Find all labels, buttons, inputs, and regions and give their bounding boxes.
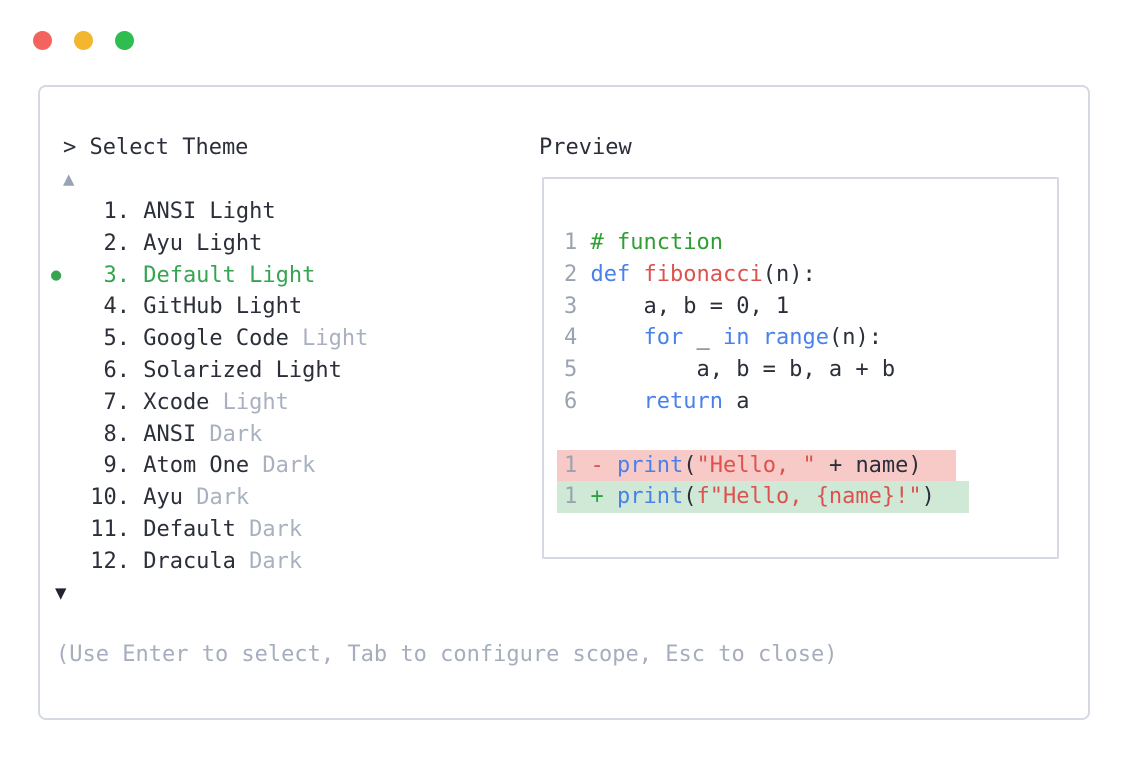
theme-number: 6. bbox=[103, 357, 130, 383]
theme-list-item[interactable]: 12. Dracula Dark bbox=[51, 546, 539, 578]
code-line: 4 for _ in range(n): bbox=[564, 325, 882, 351]
theme-name: ANSI Light bbox=[143, 199, 276, 224]
theme-list-item[interactable]: 8. ANSI Dark bbox=[51, 419, 539, 451]
select-theme-prompt: > Select Theme bbox=[63, 135, 249, 160]
line-number: 1 bbox=[564, 230, 591, 255]
picker-columns: > Select Theme ▲ 1. ANSI Light 2. Ayu Light… bbox=[51, 132, 1062, 610]
scroll-up-icon[interactable]: ▲ bbox=[63, 168, 75, 190]
line-number: 3 bbox=[564, 293, 591, 319]
theme-list-item[interactable]: 10. Ayu Dark bbox=[51, 482, 539, 514]
theme-picker-panel: > Select Theme ▲ 1. ANSI Light 2. Ayu Light… bbox=[38, 85, 1090, 720]
marker-spacer bbox=[51, 323, 77, 355]
theme-list-item[interactable]: 9. Atom One Dark bbox=[51, 450, 539, 482]
diff-added-line: 1 + print(f"Hello, {name}!") bbox=[557, 481, 969, 514]
theme-name: Google Code Light bbox=[143, 326, 369, 352]
theme-list-item[interactable]: ● 3. Default Light bbox=[51, 260, 539, 292]
marker-spacer bbox=[51, 514, 77, 546]
code-line: 1 # function bbox=[564, 230, 723, 255]
minimize-window-icon[interactable] bbox=[74, 31, 93, 50]
code-line: 2 def fibonacci(n): bbox=[564, 261, 816, 287]
marker-spacer bbox=[51, 355, 77, 387]
theme-number: 1. bbox=[103, 199, 130, 224]
theme-list-item[interactable]: 2. Ayu Light bbox=[51, 228, 539, 260]
theme-name: Ayu Dark bbox=[143, 485, 250, 511]
line-number: 2 bbox=[564, 261, 591, 287]
theme-name: Default Dark bbox=[143, 516, 303, 542]
marker-spacer bbox=[51, 387, 77, 419]
theme-number: 10. bbox=[90, 485, 130, 511]
line-number: 5 bbox=[564, 357, 591, 383]
code-block: 1 # function 2 def fibonacci(n): 3 a, b = … bbox=[557, 227, 1043, 514]
theme-number: 8. bbox=[103, 421, 130, 447]
code-line: 6 return a bbox=[564, 388, 750, 414]
maximize-window-icon[interactable] bbox=[115, 31, 134, 50]
code-line bbox=[564, 418, 1043, 450]
theme-name: Solarized Light bbox=[143, 357, 342, 383]
theme-list: 1. ANSI Light 2. Ayu Light ● 3. Default Light 4… bbox=[51, 196, 539, 578]
code-line: 1 - print("Hello, " + name) bbox=[557, 449, 1043, 482]
code-line: 3 a, b = 0, 1 bbox=[564, 293, 790, 319]
marker-spacer bbox=[51, 228, 77, 260]
diff-removed-line: 1 - print("Hello, " + name) bbox=[557, 449, 956, 482]
marker-spacer bbox=[51, 482, 77, 514]
marker-spacer bbox=[51, 291, 77, 323]
line-number: 1 bbox=[564, 484, 591, 510]
code-line: 1 + print(f"Hello, {name}!") bbox=[557, 481, 1043, 514]
hint-text: (Use Enter to select, Tab to configure s… bbox=[56, 642, 838, 667]
theme-list-column: > Select Theme ▲ 1. ANSI Light 2. Ayu Light… bbox=[51, 132, 539, 610]
theme-name: ANSI Dark bbox=[143, 421, 263, 447]
marker-spacer bbox=[51, 546, 77, 578]
theme-name: Xcode Light bbox=[143, 389, 289, 415]
theme-number: 5. bbox=[103, 326, 130, 352]
theme-number: 4. bbox=[103, 294, 130, 320]
code-line: 5 a, b = b, a + b bbox=[564, 357, 896, 383]
marker-spacer bbox=[51, 419, 77, 451]
theme-name: Dracula Dark bbox=[143, 548, 303, 574]
scroll-down-icon[interactable]: ▼ bbox=[55, 581, 67, 604]
selected-dot-icon: ● bbox=[51, 264, 62, 285]
theme-name: GitHub Light bbox=[143, 294, 303, 320]
close-window-icon[interactable] bbox=[33, 31, 52, 50]
theme-number: 11. bbox=[90, 516, 130, 542]
code-preview-box: 1 # function 2 def fibonacci(n): 3 a, b = … bbox=[542, 177, 1059, 559]
theme-number: 3. bbox=[103, 262, 130, 288]
theme-number: 9. bbox=[103, 453, 130, 479]
preview-column: Preview 1 # function 2 def fibonacci(n): 3… bbox=[539, 132, 1062, 610]
marker-spacer bbox=[51, 196, 77, 228]
line-number: 4 bbox=[564, 325, 591, 351]
line-number: 1 bbox=[564, 452, 591, 478]
theme-list-item[interactable]: 6. Solarized Light bbox=[51, 355, 539, 387]
theme-list-item[interactable]: 7. Xcode Light bbox=[51, 387, 539, 419]
theme-name: Atom One Dark bbox=[143, 453, 316, 479]
theme-name: Ayu Light bbox=[143, 230, 263, 256]
theme-number: 7. bbox=[103, 389, 130, 415]
theme-list-item[interactable]: 1. ANSI Light bbox=[51, 196, 539, 228]
preview-title: Preview bbox=[539, 135, 632, 160]
marker-spacer bbox=[51, 450, 77, 482]
theme-list-item[interactable]: 11. Default Dark bbox=[51, 514, 539, 546]
window-controls bbox=[33, 31, 134, 50]
theme-name: Default Light bbox=[143, 262, 316, 288]
theme-number: 2. bbox=[103, 230, 130, 256]
theme-number: 12. bbox=[90, 548, 130, 574]
theme-list-item[interactable]: 4. GitHub Light bbox=[51, 291, 539, 323]
theme-list-item[interactable]: 5. Google Code Light bbox=[51, 323, 539, 355]
line-number: 6 bbox=[564, 388, 591, 414]
